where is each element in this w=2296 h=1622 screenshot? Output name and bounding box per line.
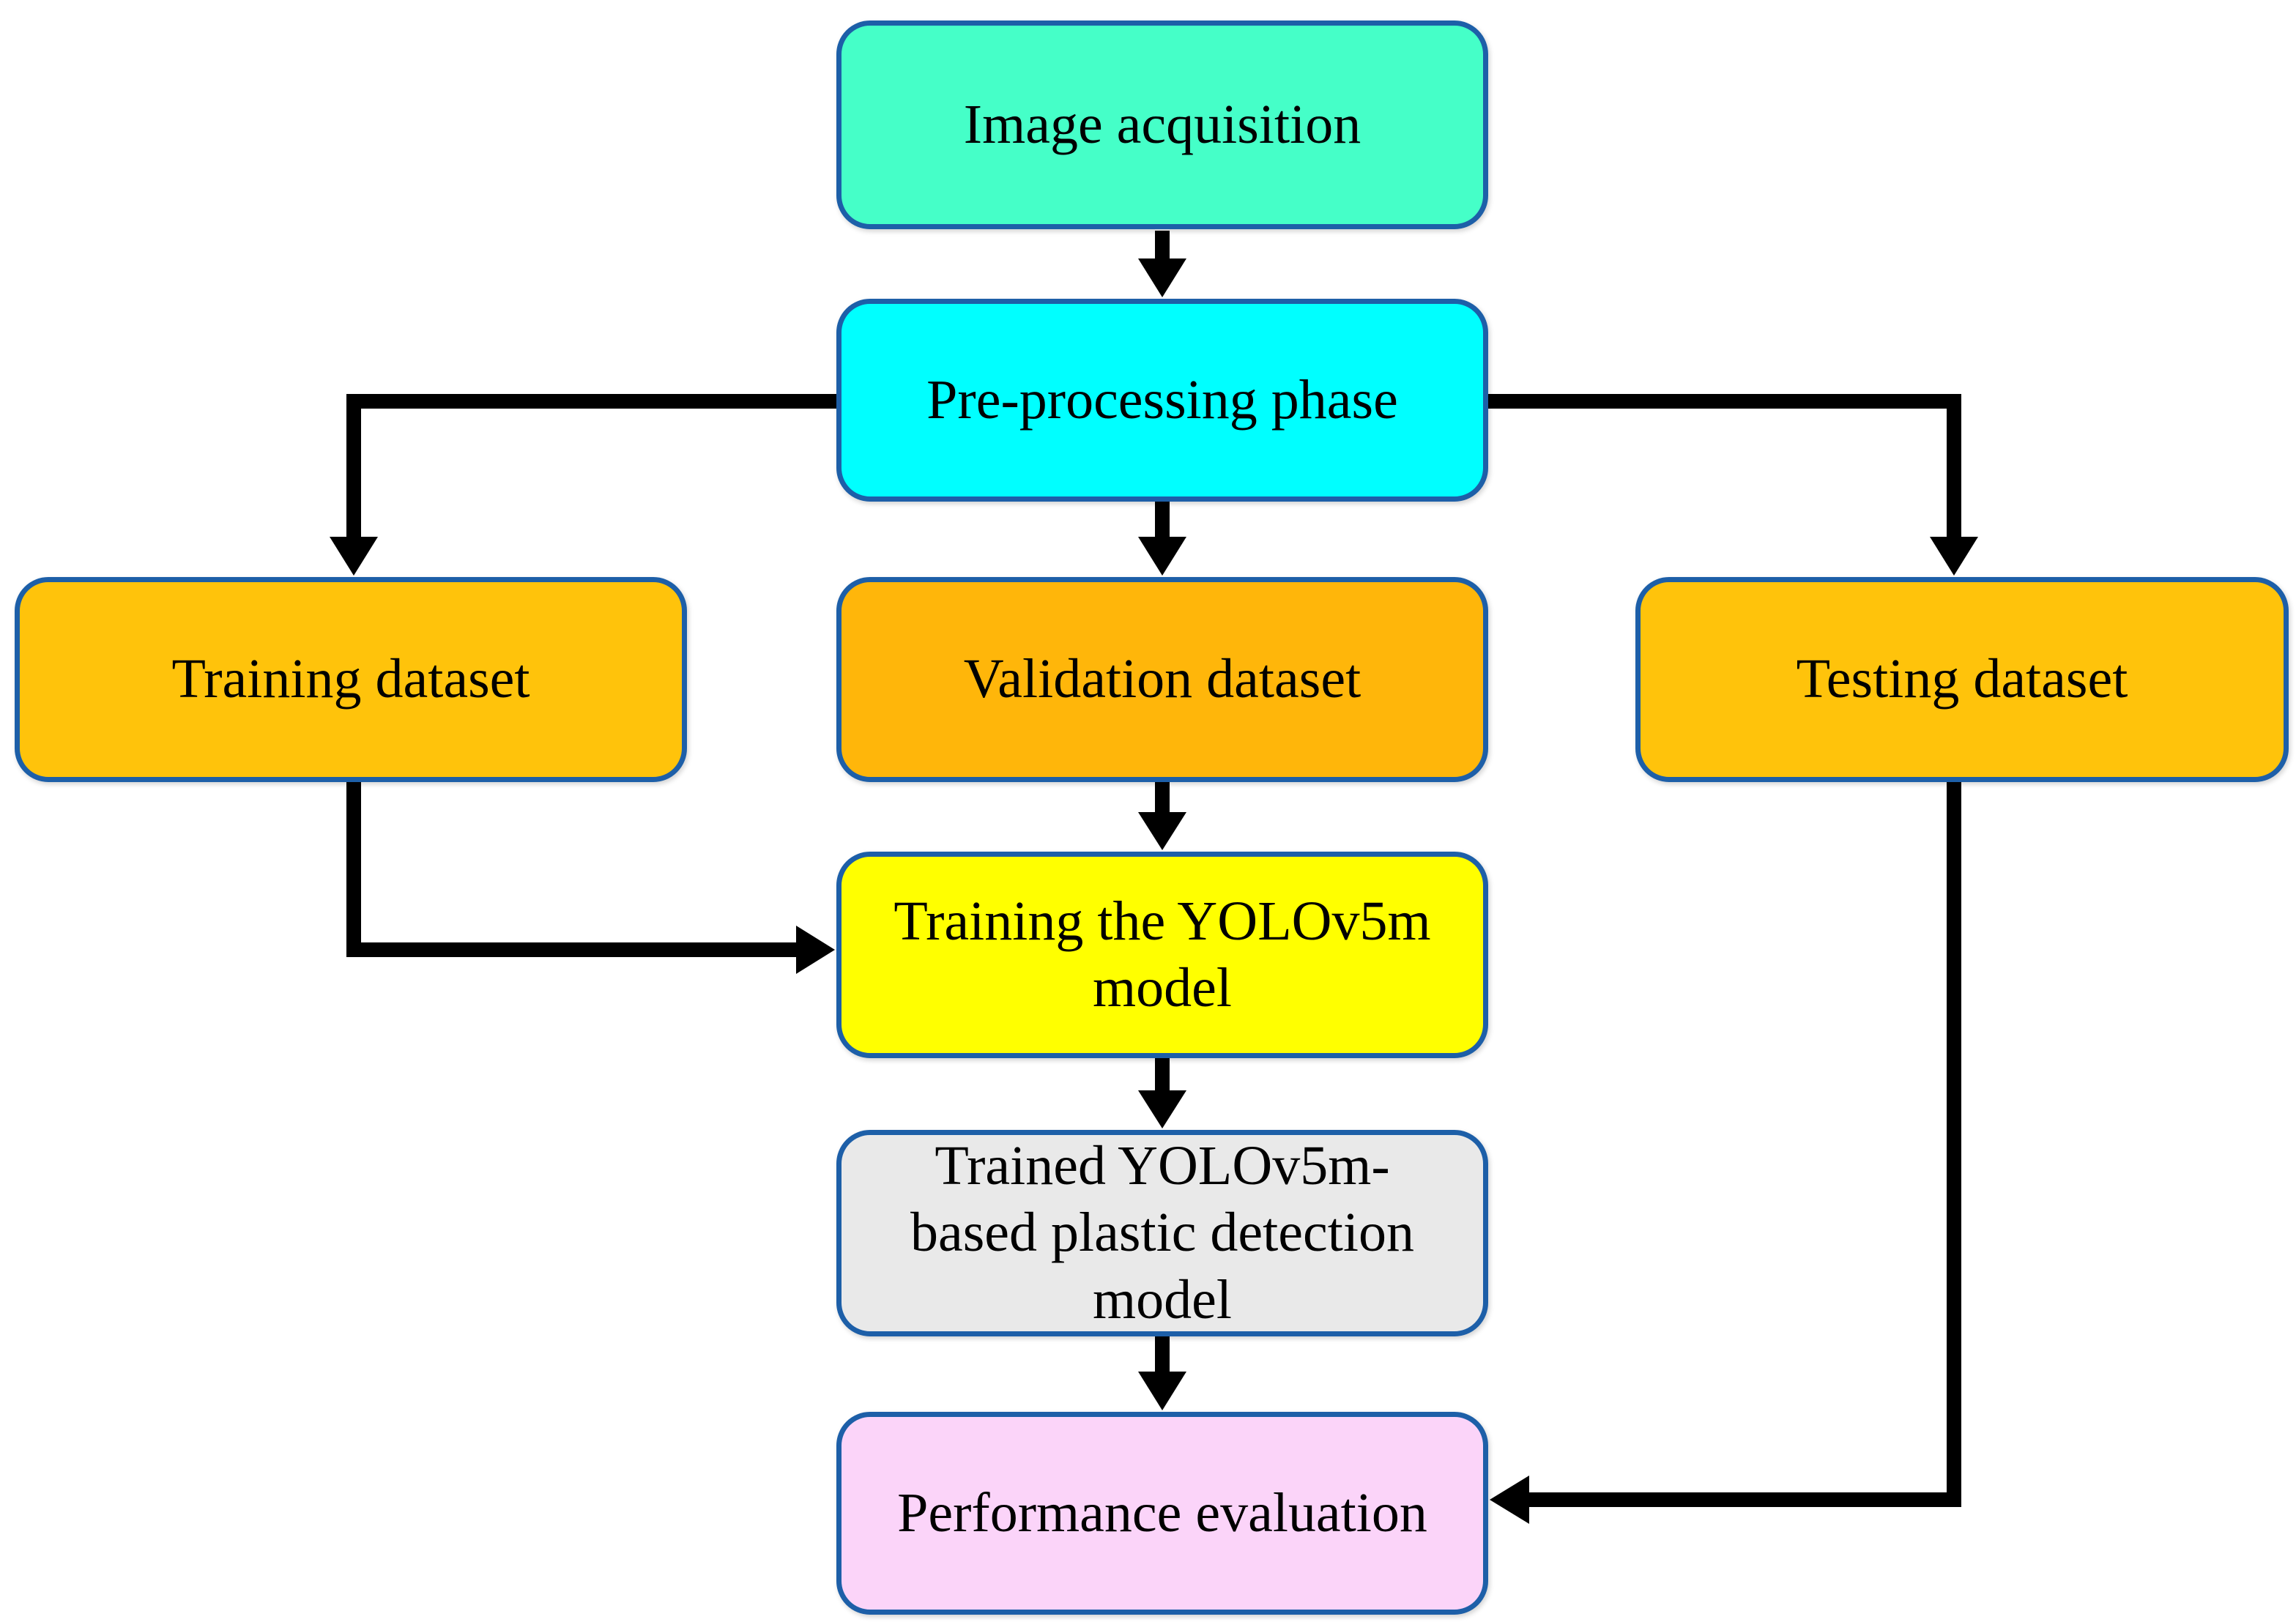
node-validation-dataset: Validation dataset bbox=[836, 577, 1488, 782]
arrowhead-down-icon bbox=[1138, 812, 1186, 850]
edge-training-model-to-trained-model bbox=[1138, 1057, 1186, 1128]
node-training-dataset: Training dataset bbox=[15, 577, 687, 782]
arrowhead-down-icon bbox=[1138, 258, 1186, 297]
node-performance-evaluation: Performance evaluation bbox=[836, 1412, 1488, 1615]
edge-line bbox=[346, 781, 798, 957]
arrowhead-down-icon bbox=[1138, 1372, 1186, 1410]
edge-line bbox=[346, 394, 839, 539]
node-preprocessing: Pre-processing phase bbox=[836, 299, 1488, 502]
node-image-acquisition: Image acquisition bbox=[836, 21, 1488, 229]
arrowhead-down-icon bbox=[1138, 1090, 1186, 1128]
node-testing-dataset: Testing dataset bbox=[1635, 577, 2289, 782]
node-label: Training dataset bbox=[171, 648, 530, 710]
edge-training-dataset-to-training-model bbox=[346, 781, 835, 974]
node-label: Performance evaluation bbox=[897, 1481, 1427, 1544]
arrowhead-down-icon bbox=[330, 537, 378, 576]
edge-image-acquisition-to-preprocessing bbox=[1138, 231, 1186, 297]
arrowhead-down-icon bbox=[1138, 537, 1186, 576]
edge-preprocessing-to-training-dataset bbox=[330, 394, 839, 576]
node-label: Training the YOLOv5m model bbox=[893, 890, 1431, 1019]
edge-preprocessing-to-testing-dataset bbox=[1486, 394, 1978, 576]
edge-line bbox=[1486, 394, 1961, 539]
node-label: Pre-processing phase bbox=[926, 368, 1398, 431]
arrowhead-right-icon bbox=[796, 926, 835, 974]
node-trained-plastic-detection-model: Trained YOLOv5m- based plastic detection… bbox=[836, 1130, 1488, 1336]
edge-testing-dataset-to-performance-eval bbox=[1490, 781, 1961, 1524]
node-label: Image acquisition bbox=[963, 93, 1361, 155]
node-label: Testing dataset bbox=[1796, 648, 2128, 710]
node-label: Trained YOLOv5m- based plastic detection… bbox=[910, 1135, 1414, 1331]
arrowhead-left-icon bbox=[1490, 1476, 1529, 1524]
arrowhead-down-icon bbox=[1930, 537, 1978, 576]
edge-trained-model-to-performance-eval bbox=[1138, 1335, 1186, 1410]
edge-preprocessing-to-validation-dataset bbox=[1138, 500, 1186, 576]
node-label: Validation dataset bbox=[963, 648, 1361, 710]
node-training-yolov5m-model: Training the YOLOv5m model bbox=[836, 852, 1488, 1058]
edge-line bbox=[1527, 781, 1961, 1507]
edge-validation-dataset-to-training-model bbox=[1138, 781, 1186, 850]
